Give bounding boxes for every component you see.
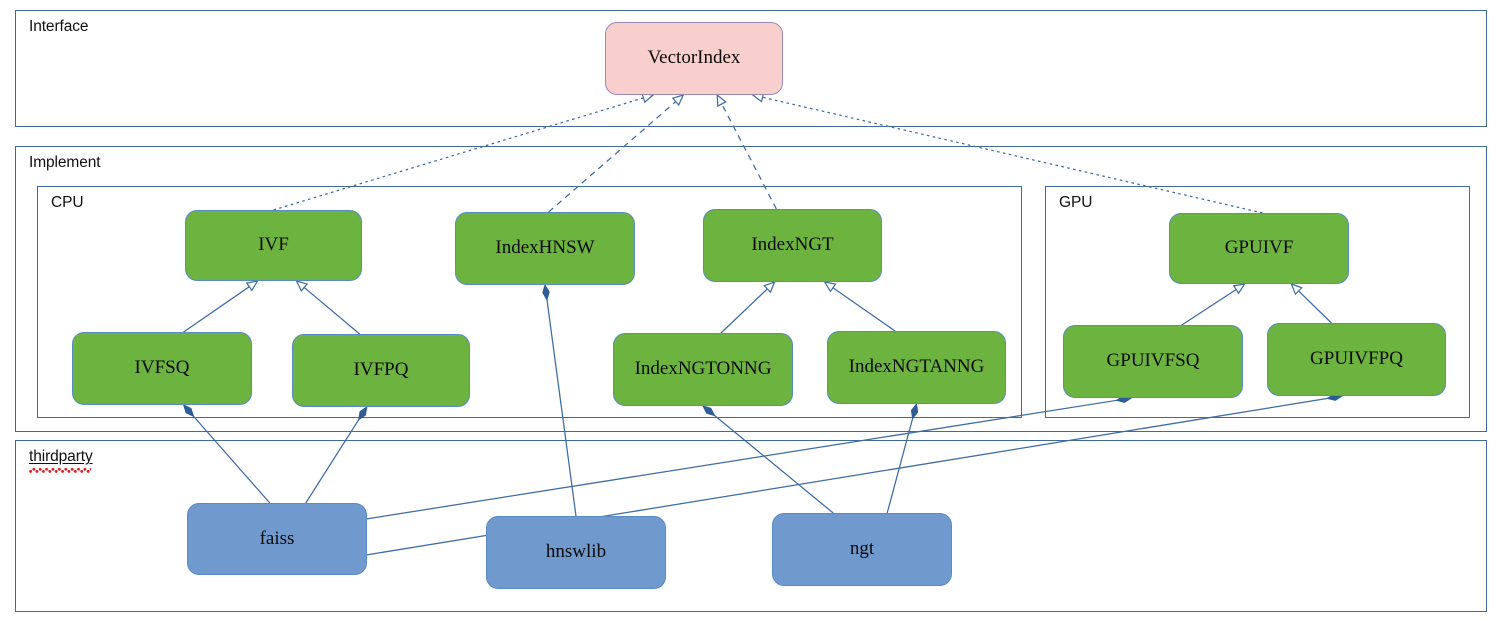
node-label: IVFSQ (134, 357, 190, 379)
node-label: IndexNGT (751, 234, 834, 256)
node-indexhnsw[interactable]: IndexHNSW (455, 212, 635, 285)
container-label-implement: Implement (29, 154, 101, 171)
node-ivfsq[interactable]: IVFSQ (72, 332, 252, 405)
node-label: IVFPQ (353, 359, 409, 381)
node-faiss[interactable]: faiss (187, 503, 367, 575)
node-label: VectorIndex (647, 47, 741, 69)
node-label: faiss (259, 527, 295, 549)
node-gpuivf[interactable]: GPUIVF (1169, 213, 1349, 284)
node-label: ngt (849, 538, 875, 560)
node-ivfpq[interactable]: IVFPQ (292, 334, 470, 407)
node-hnswlib[interactable]: hnswlib (486, 516, 666, 589)
node-label: IndexHNSW (495, 237, 595, 259)
node-ivf[interactable]: IVF (185, 210, 362, 281)
node-vectorindex[interactable]: VectorIndex (605, 22, 783, 95)
container-label-interface: Interface (29, 18, 89, 35)
node-ngt[interactable]: ngt (772, 513, 952, 586)
node-gpuivfpq[interactable]: GPUIVFPQ (1267, 323, 1446, 396)
container-label-cpu: CPU (51, 194, 84, 211)
node-label: IndexNGTANNG (848, 356, 985, 378)
node-indexngtanng[interactable]: IndexNGTANNG (827, 331, 1006, 404)
node-label: GPUIVFSQ (1106, 350, 1200, 372)
node-indexngt[interactable]: IndexNGT (703, 209, 882, 282)
node-indexngtonng[interactable]: IndexNGTONNG (613, 333, 793, 406)
node-label: GPUIVFPQ (1310, 348, 1403, 370)
node-label: hnswlib (545, 541, 607, 563)
node-label: IVF (258, 234, 289, 256)
container-label-thirdparty: thirdparty (29, 448, 93, 465)
node-label: GPUIVF (1224, 237, 1294, 259)
spellcheck-squiggle-icon (29, 468, 91, 473)
node-label: IndexNGTONNG (634, 358, 772, 380)
node-gpuivfsq[interactable]: GPUIVFSQ (1063, 325, 1243, 398)
container-label-gpu: GPU (1059, 194, 1093, 211)
